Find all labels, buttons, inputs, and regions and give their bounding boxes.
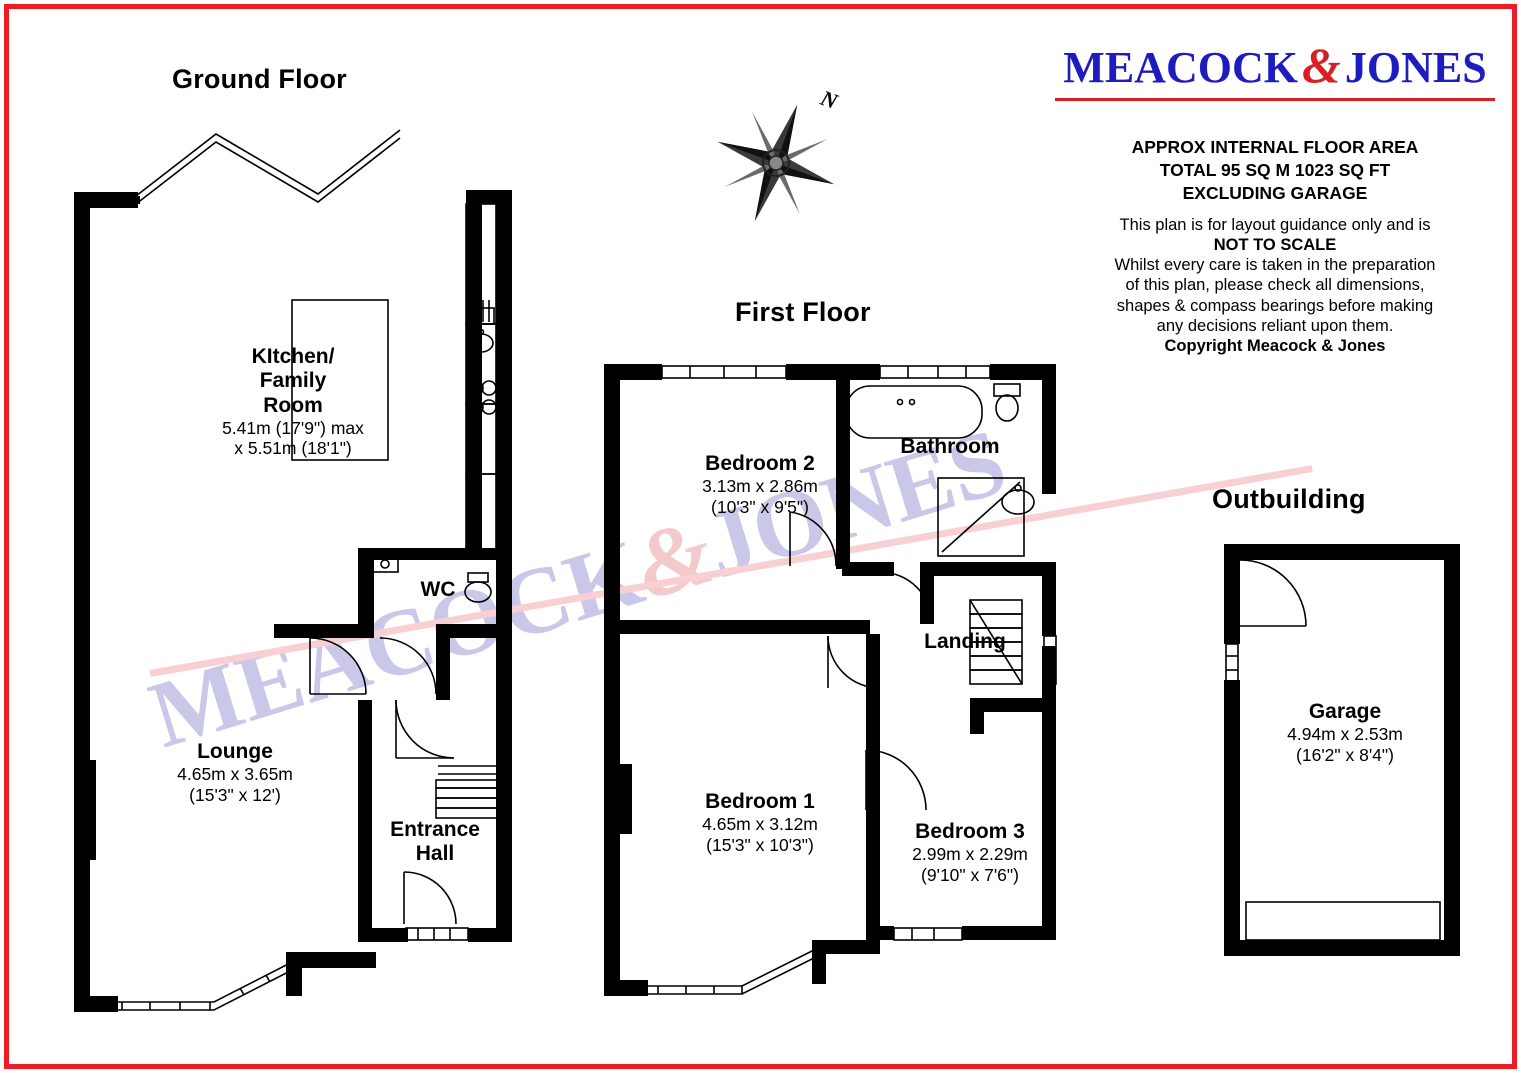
wc-name: WC [420,578,456,601]
kitchen-name-line2: Family [259,369,327,393]
logo-text-part1: MEACOCK [1063,43,1298,92]
first-floor-plan [590,350,1090,1030]
room-label-kitchen: KItchen/ Family Room 5.41m (17'9") max x… [178,345,408,459]
outbuilding-plan [1200,530,1490,970]
bedroom3-dim-line2: (9'10" x 7'6") [921,864,1019,885]
bathroom-name: Bathroom [900,435,1000,458]
ground-floor-title: Ground Floor [172,64,347,94]
compass-rose: N [718,85,848,230]
disclaimer-line-3: Whilst every care is taken in the prepar… [1114,256,1436,275]
disclaimer-line-5: shapes & compass bearings before making [1116,296,1434,315]
lounge-dim-line2: (15'3" x 12') [189,784,281,805]
logo-text-part2: JONES [1344,43,1487,92]
room-label-wc: WC [388,578,488,602]
area-line-1: APPROX INTERNAL FLOOR AREA [1131,137,1419,157]
first-floor-title: First Floor [735,297,871,327]
room-label-bedroom2: Bedroom 2 3.13m x 2.86m (10'3" x 9'5") [620,452,900,517]
company-logo: MEACOCK&JONES [1055,36,1495,101]
area-line-2: TOTAL 95 SQ M 1023 SQ FT [1159,159,1391,180]
page-border [4,4,1517,1069]
lounge-name: Lounge [197,740,273,763]
room-label-lounge: Lounge 4.65m x 3.65m (15'3" x 12') [110,740,360,805]
disclaimer-line-4: of this plan, please check all dimension… [1125,276,1425,295]
room-label-landing: Landing [885,630,1045,654]
room-label-bedroom1: Bedroom 1 4.65m x 3.12m (15'3" x 10'3") [620,790,900,855]
logo-ampersand: & [1301,37,1341,93]
disclaimer-copyright: Copyright Meacock & Jones [1164,336,1386,355]
kitchen-dim-line2: x 5.51m (18'1") [234,438,352,459]
garage-dim-line1: 4.94m x 2.53m [1287,724,1403,745]
kitchen-dim-line1: 5.41m (17'9") max [222,418,364,439]
room-label-bedroom3: Bedroom 3 2.99m x 2.29m (9'10" x 7'6") [830,820,1110,885]
logo-underline [1055,98,1495,101]
bedroom1-dim-line2: (15'3" x 10'3") [706,834,814,855]
ground-floor-plan [0,0,560,1030]
entrance-hall-name-line2: Hall [415,842,455,866]
lounge-dim-line1: 4.65m x 3.65m [177,764,293,785]
area-line-3: EXCLUDING GARAGE [1182,182,1368,203]
bedroom2-dim-line2: (10'3" x 9'5") [711,496,809,517]
room-label-garage: Garage 4.94m x 2.53m (16'2" x 8'4") [1200,700,1490,765]
bedroom2-name: Bedroom 2 [705,452,815,475]
bedroom2-dim-line1: 3.13m x 2.86m [702,476,818,497]
room-label-bathroom: Bathroom [860,435,1040,459]
room-label-entrance-hall: Entrance Hall [360,818,510,867]
disclaimer-line-2: NOT TO SCALE [1213,236,1337,255]
garage-dim-line2: (16'2" x 8'4") [1296,744,1394,765]
disclaimer-line-6: any decisions reliant upon them. [1156,316,1394,335]
floor-area-info: APPROX INTERNAL FLOOR AREA TOTAL 95 SQ M… [1055,136,1495,204]
bedroom1-name: Bedroom 1 [705,790,815,813]
kitchen-name-line3: Room [263,393,323,417]
kitchen-name-line1: KItchen/ [251,345,335,368]
disclaimer-line-1: This plan is for layout guidance only an… [1119,216,1431,234]
garage-name: Garage [1308,700,1382,723]
bedroom3-name: Bedroom 3 [915,820,1025,843]
entrance-hall-name-line1: Entrance [390,818,480,841]
bedroom1-dim-line1: 4.65m x 3.12m [702,814,818,835]
landing-name: Landing [924,630,1006,653]
bedroom3-dim-line1: 2.99m x 2.29m [912,844,1028,865]
disclaimer-text: This plan is for layout guidance only an… [1050,215,1500,356]
outbuilding-title: Outbuilding [1212,484,1366,514]
